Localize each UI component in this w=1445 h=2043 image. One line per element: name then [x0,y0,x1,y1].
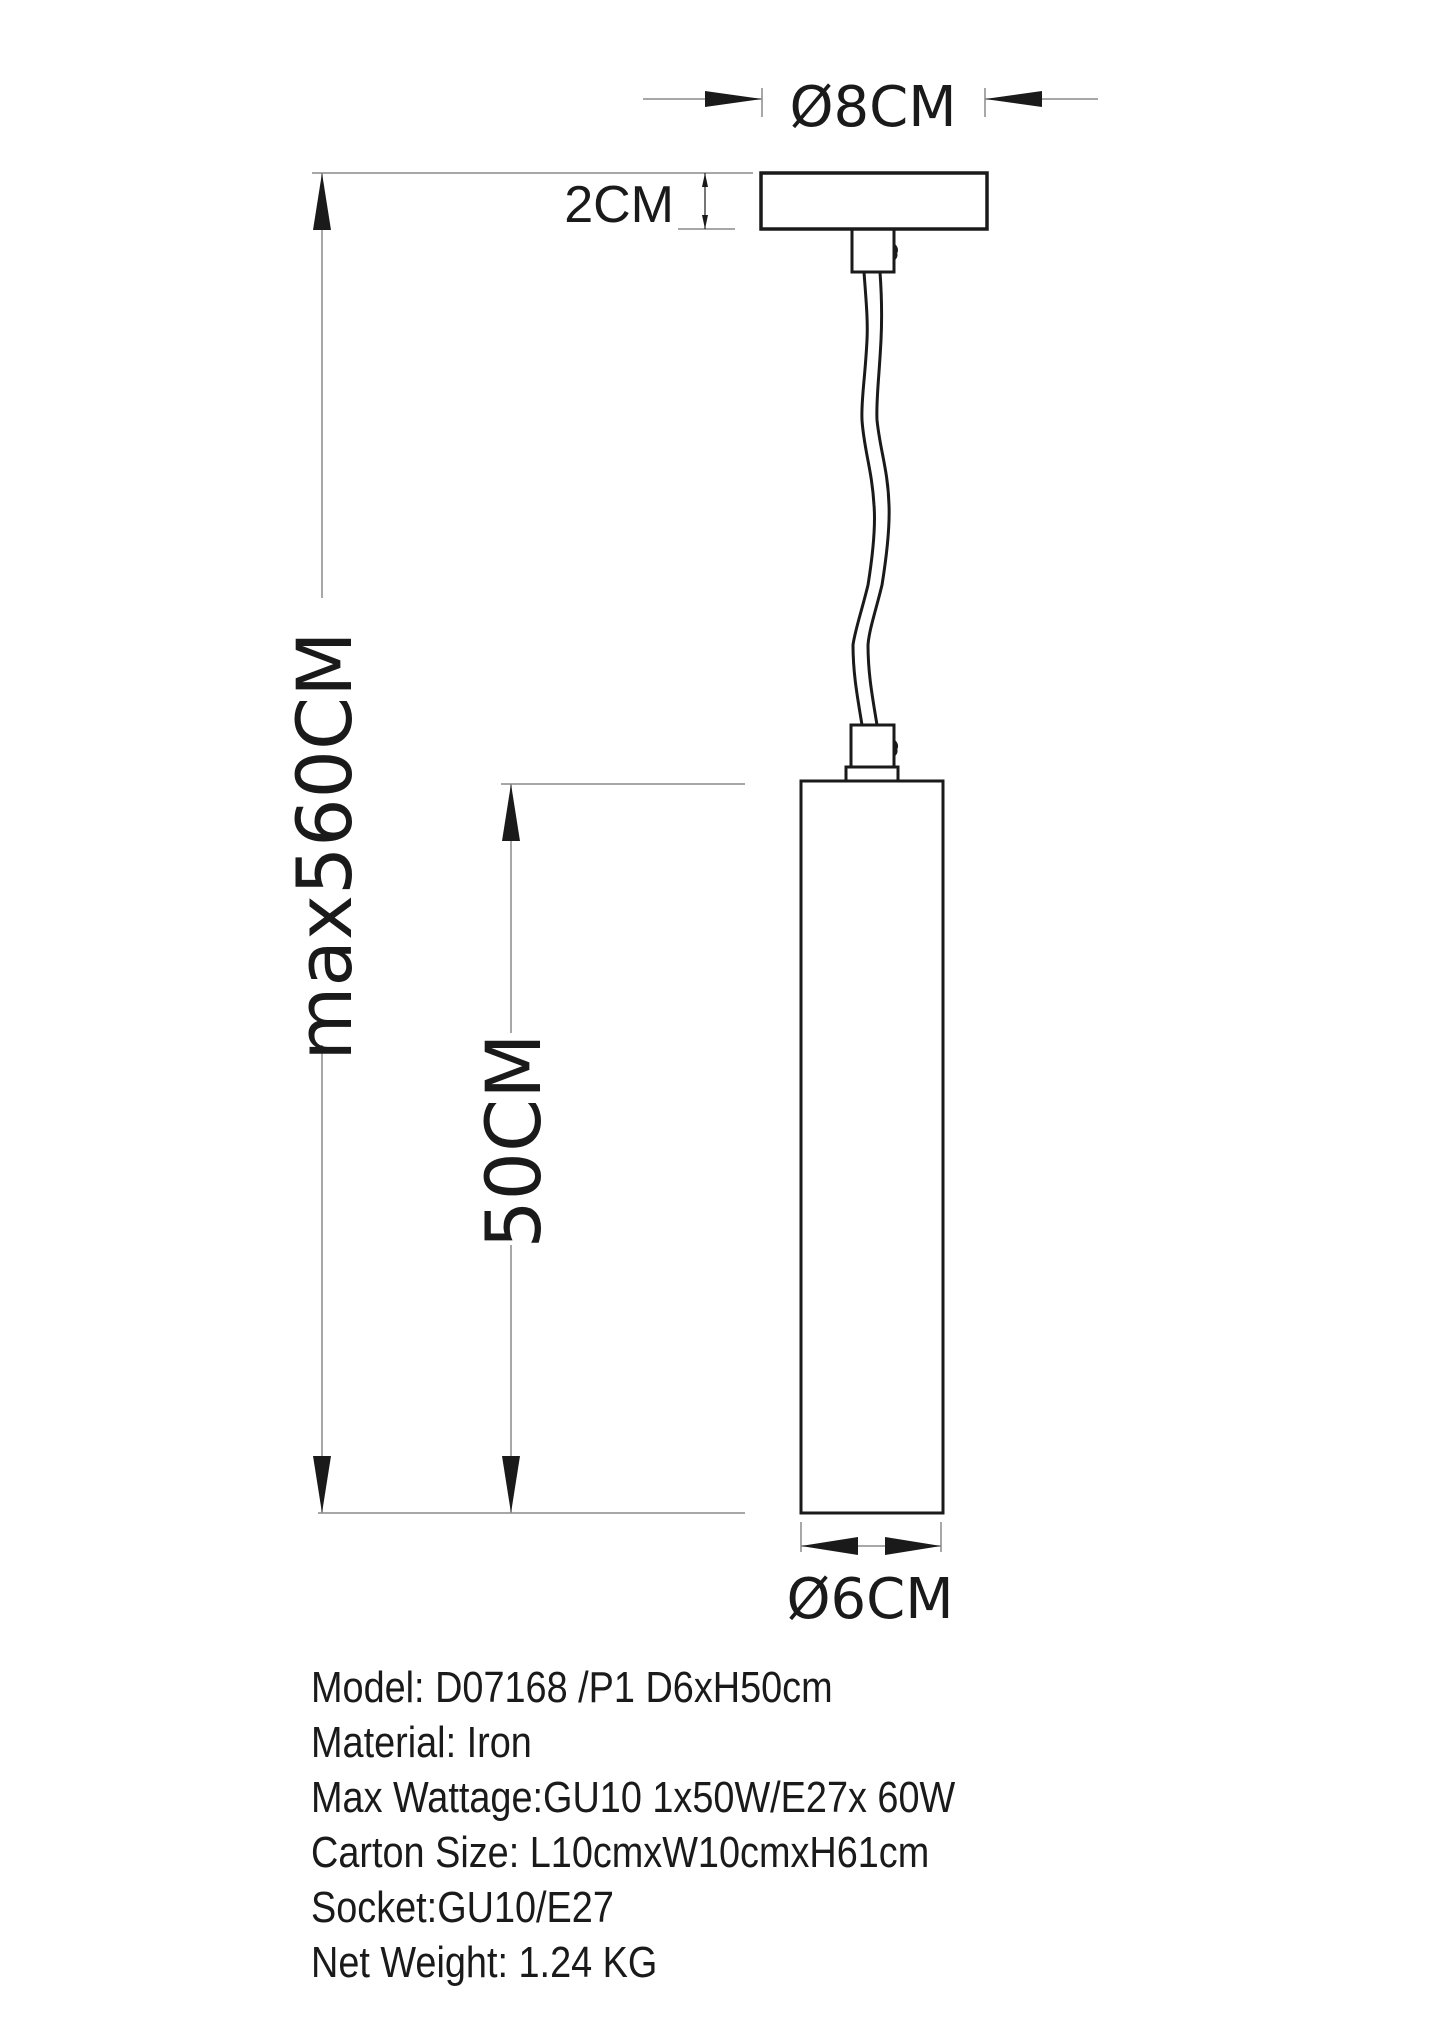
arrow-up-icon [313,173,331,230]
arrow-down-icon [313,1456,331,1513]
arrow-left-icon [801,1537,858,1555]
arrow-up-icon [502,784,520,841]
canopy-diameter-label: Ø8CM [789,75,956,140]
shade-diameter-dimension: Ø6CM [786,1522,954,1632]
spec-net-weight: Net Weight: 1.24 KG [311,1938,658,1987]
canopy-height-label: 2CM [564,176,674,234]
canopy-height-dimension: 2CM [564,173,735,234]
spec-carton-size: Carton Size: L10cmxW10cmxH61cm [311,1828,930,1877]
max-height-dimension: max560CM [280,173,369,1513]
spec-socket: Socket:GU10/E27 [311,1883,614,1932]
shade-height-label: 50CM [469,1033,558,1248]
shade-cap [844,765,900,783]
shade-height-dimension: 50CM [318,783,745,1514]
upper-cable-connector [850,227,896,274]
suspension-cable [851,271,891,726]
lower-cable-connector [849,723,896,769]
spec-material: Material: Iron [311,1718,532,1767]
arrow-right-icon [705,91,762,107]
ceiling-canopy [759,171,989,231]
arrow-right-icon [885,1537,941,1555]
cylinder-shade [799,779,945,1515]
shade-diameter-label: Ø6CM [786,1567,953,1632]
specification-list: Model: D07168 /P1 D6xH50cm Material: Iro… [311,1660,955,1990]
canopy-diameter-dimension: Ø8CM [643,75,1098,140]
spec-max-wattage: Max Wattage:GU10 1x50W/E27x 60W [311,1773,956,1822]
spec-model: Model: D07168 /P1 D6xH50cm [311,1663,833,1712]
arrow-left-icon [985,91,1042,107]
max-height-label: max560CM [280,631,369,1060]
arrow-down-icon [502,1456,520,1513]
